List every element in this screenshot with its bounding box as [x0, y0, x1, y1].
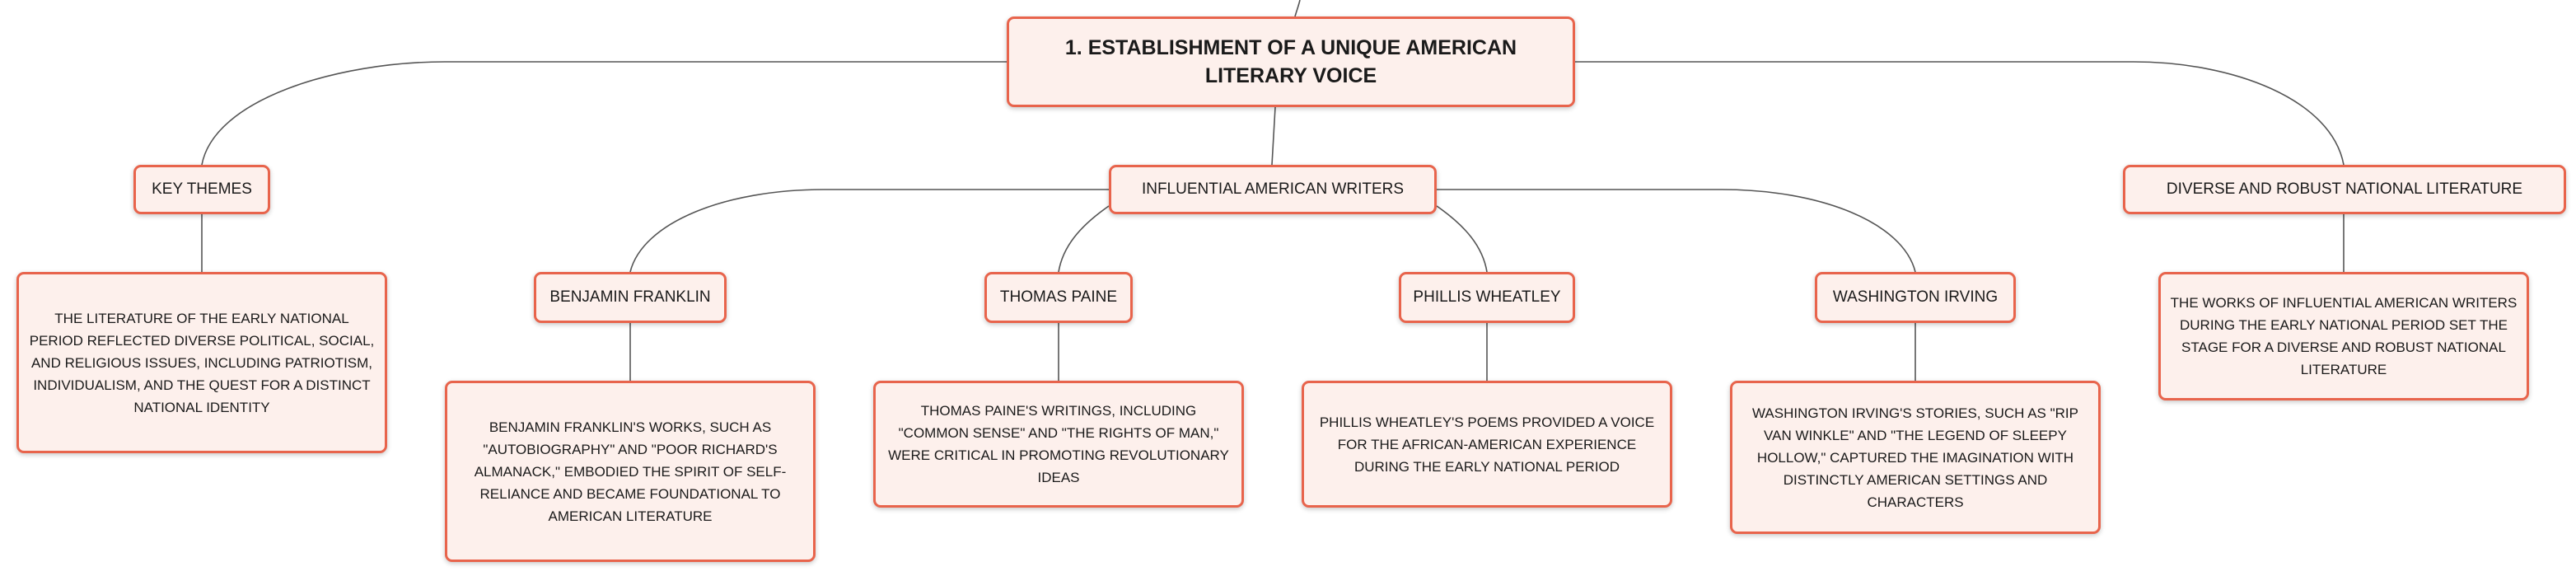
topic-influential-writers-label: INFLUENTIAL AMERICAN WRITERS	[1141, 180, 1405, 198]
writer-thomas-paine-label: THOMAS PAINE	[999, 288, 1118, 306]
writer-washington-irving-label: WASHINGTON IRVING	[1832, 288, 1999, 306]
topic-national-literature-label: DIVERSE AND ROBUST NATIONAL LITERATURE	[2166, 180, 2523, 198]
key-themes-detail[interactable]: THE LITERATURE OF THE EARLY NATIONAL PER…	[16, 272, 387, 453]
writer-washington-irving[interactable]: WASHINGTON IRVING	[1815, 272, 2016, 323]
topic-national-literature[interactable]: DIVERSE AND ROBUST NATIONAL LITERATURE	[2123, 165, 2566, 214]
connector-parent-to-root	[1294, 0, 1301, 17]
phillis-wheatley-detail[interactable]: PHILLIS WHEATLEY'S POEMS PROVIDED A VOIC…	[1302, 381, 1672, 508]
writer-benjamin-franklin-label: BENJAMIN FRANKLIN	[549, 288, 711, 306]
topic-key-themes[interactable]: KEY THEMES	[133, 165, 270, 214]
washington-irving-detail-text: WASHINGTON IRVING'S STORIES, SUCH AS "RI…	[1752, 405, 2078, 510]
connector-writers-to-franklin	[629, 189, 1109, 273]
benjamin-franklin-detail-text: BENJAMIN FRANKLIN'S WORKS, SUCH AS "AUTO…	[474, 419, 787, 524]
national-literature-detail-text: THE WORKS OF INFLUENTIAL AMERICAN WRITER…	[2170, 295, 2518, 377]
national-literature-detail[interactable]: THE WORKS OF INFLUENTIAL AMERICAN WRITER…	[2158, 272, 2529, 400]
topic-influential-writers[interactable]: INFLUENTIAL AMERICAN WRITERS	[1109, 165, 1437, 214]
connector-writers-to-wheatley	[1436, 205, 1488, 273]
root-topic-label: 1. ESTABLISHMENT OF A UNIQUE AMERICAN LI…	[1064, 36, 1517, 87]
writer-benjamin-franklin[interactable]: BENJAMIN FRANKLIN	[534, 272, 727, 323]
root-topic[interactable]: 1. ESTABLISHMENT OF A UNIQUE AMERICAN LI…	[1007, 16, 1575, 107]
thomas-paine-detail[interactable]: THOMAS PAINE'S WRITINGS, INCLUDING "COMM…	[873, 381, 1244, 508]
writer-phillis-wheatley[interactable]: PHILLIS WHEATLEY	[1399, 272, 1575, 323]
connector-root-to-key-themes	[201, 61, 1007, 166]
connector-root-to-writers	[1271, 106, 1276, 166]
key-themes-detail-text: THE LITERATURE OF THE EARLY NATIONAL PER…	[29, 310, 375, 415]
connector-root-to-national-literature	[1575, 61, 2345, 166]
thomas-paine-detail-text: THOMAS PAINE'S WRITINGS, INCLUDING "COMM…	[888, 403, 1229, 485]
washington-irving-detail[interactable]: WASHINGTON IRVING'S STORIES, SUCH AS "RI…	[1730, 381, 2101, 534]
benjamin-franklin-detail[interactable]: BENJAMIN FRANKLIN'S WORKS, SUCH AS "AUTO…	[445, 381, 816, 562]
writer-phillis-wheatley-label: PHILLIS WHEATLEY	[1413, 288, 1561, 306]
topic-key-themes-label: KEY THEMES	[152, 180, 252, 198]
phillis-wheatley-detail-text: PHILLIS WHEATLEY'S POEMS PROVIDED A VOIC…	[1319, 414, 1655, 475]
connector-writers-to-paine	[1058, 205, 1110, 273]
connector-writers-to-irving	[1437, 189, 1916, 273]
writer-thomas-paine[interactable]: THOMAS PAINE	[984, 272, 1133, 323]
